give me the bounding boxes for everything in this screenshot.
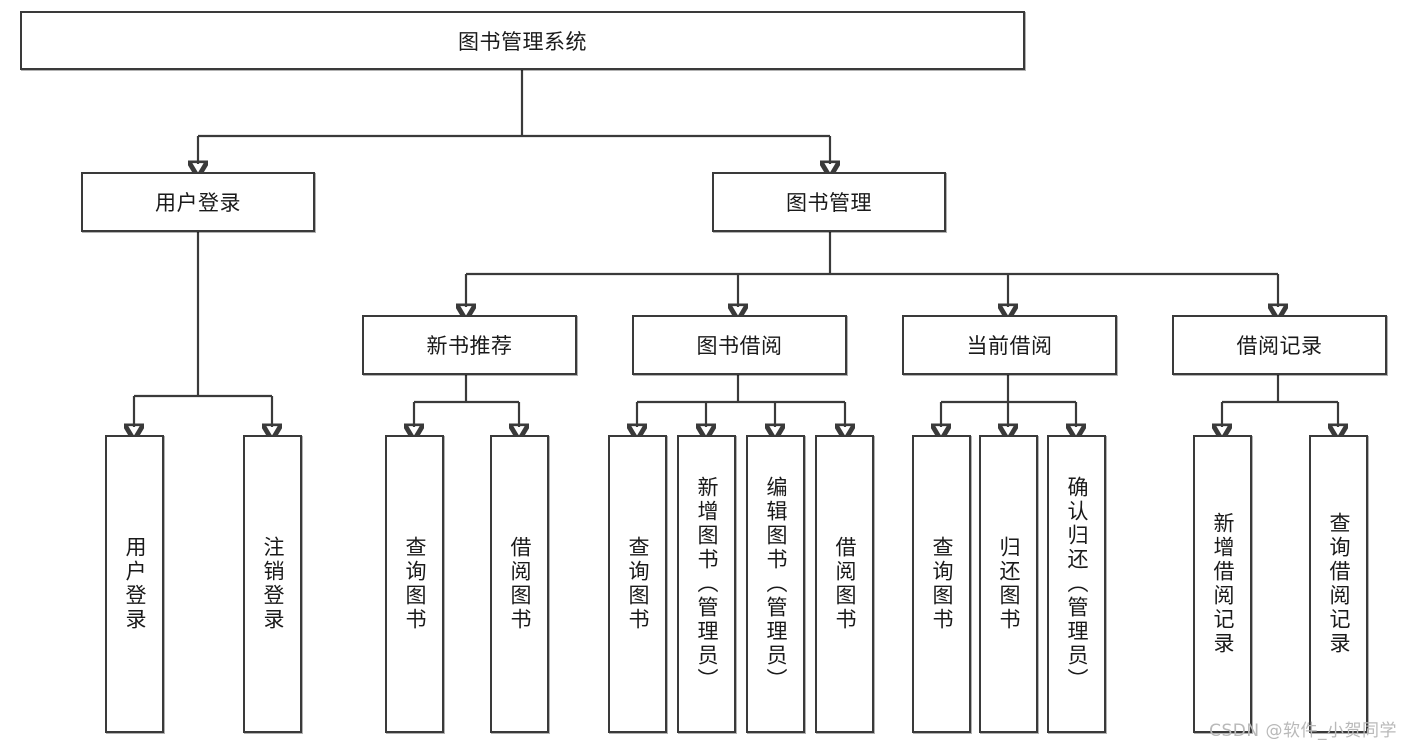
leaf-borrow-add-book-admin[interactable]: 新增图书（管理员） bbox=[677, 435, 736, 733]
node-book-management[interactable]: 图书管理 bbox=[712, 172, 946, 232]
leaf-record-query-borrow-record[interactable]: 查询借阅记录 bbox=[1309, 435, 1368, 733]
leaf-borrow-borrow-book[interactable]: 借阅图书 bbox=[815, 435, 874, 733]
leaf-new-book-query-book[interactable]: 查询图书 bbox=[385, 435, 444, 733]
node-book-borrow[interactable]: 图书借阅 bbox=[632, 315, 847, 375]
leaf-current-query-book[interactable]: 查询图书 bbox=[912, 435, 971, 733]
node-root-book-management-system[interactable]: 图书管理系统 bbox=[20, 11, 1025, 70]
csdn-watermark: CSDN @软件_小贺同学 bbox=[1209, 721, 1397, 741]
leaf-new-book-borrow-book[interactable]: 借阅图书 bbox=[490, 435, 549, 733]
node-new-book-recommend[interactable]: 新书推荐 bbox=[362, 315, 577, 375]
leaf-user-login-logout[interactable]: 注销登录 bbox=[243, 435, 302, 733]
node-current-borrow[interactable]: 当前借阅 bbox=[902, 315, 1117, 375]
leaf-current-return-book[interactable]: 归还图书 bbox=[979, 435, 1038, 733]
leaf-record-add-borrow-record[interactable]: 新增借阅记录 bbox=[1193, 435, 1252, 733]
leaf-current-confirm-return-admin[interactable]: 确认归还（管理员） bbox=[1047, 435, 1106, 733]
node-user-login[interactable]: 用户登录 bbox=[81, 172, 315, 232]
leaf-borrow-query-book[interactable]: 查询图书 bbox=[608, 435, 667, 733]
node-borrow-record[interactable]: 借阅记录 bbox=[1172, 315, 1387, 375]
leaf-borrow-edit-book-admin[interactable]: 编辑图书（管理员） bbox=[746, 435, 805, 733]
leaf-user-login-login[interactable]: 用户登录 bbox=[105, 435, 164, 733]
